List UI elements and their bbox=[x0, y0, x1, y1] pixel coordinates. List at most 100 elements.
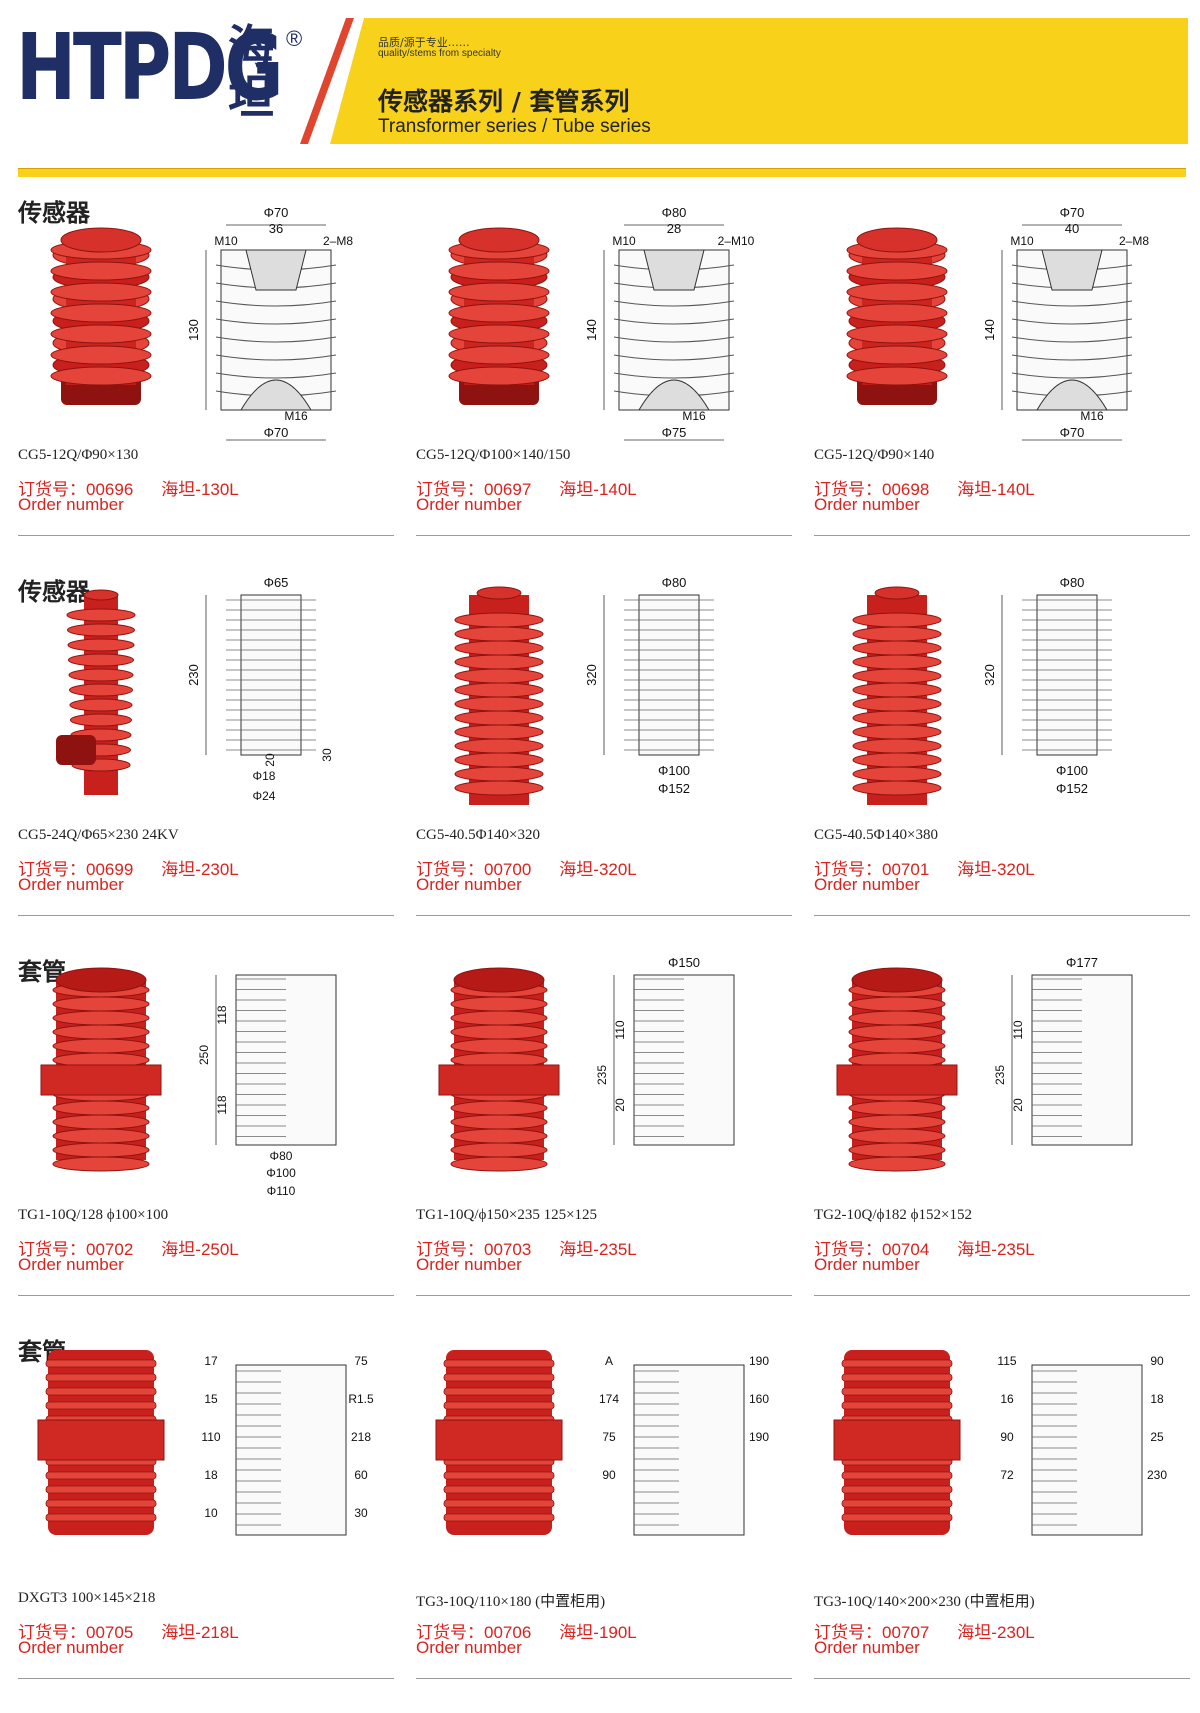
dim-i: 10 bbox=[204, 1506, 218, 1520]
dim-bottom-thread: M16 bbox=[1080, 409, 1104, 423]
dim-j: 30 bbox=[354, 1506, 368, 1520]
dim-height: 320 bbox=[584, 664, 599, 686]
order-number: 00706 bbox=[484, 1623, 532, 1642]
part-number: 海坦-218L bbox=[161, 1623, 239, 1642]
card-divider bbox=[416, 535, 792, 536]
dim-arrow: A bbox=[605, 1354, 613, 1368]
dim-a: 118 bbox=[215, 1005, 229, 1024]
product-photo bbox=[846, 227, 948, 405]
order-number: 00705 bbox=[86, 1623, 134, 1642]
dim-d: R1.5 bbox=[348, 1392, 374, 1406]
card-divider bbox=[814, 535, 1190, 536]
dim-b: 30 bbox=[320, 748, 334, 762]
dim-bottom-thread: M16 bbox=[284, 409, 308, 423]
technical-drawing bbox=[1001, 594, 1112, 756]
part-number: 海坦-140L bbox=[957, 480, 1035, 499]
dim-d: 75 bbox=[602, 1430, 616, 1444]
order-label-en: Order number bbox=[18, 875, 124, 894]
page-header: HTPDG 海坦 ® 品质/源于专业…… quality/stems from … bbox=[0, 0, 1200, 150]
series-title-cn: 传感器系列 / 套管系列 bbox=[378, 87, 630, 116]
dim-d: Φ152 bbox=[1056, 781, 1088, 796]
order-number: 00696 bbox=[86, 480, 134, 499]
dim-f: 90 bbox=[602, 1468, 616, 1482]
dim-height: 140 bbox=[584, 319, 599, 341]
technical-drawing bbox=[613, 974, 735, 1146]
dim-inner: 40 bbox=[1065, 221, 1079, 236]
dim-c: Φ100 bbox=[1056, 763, 1088, 778]
product-photo bbox=[852, 586, 942, 805]
registered-mark: ® bbox=[286, 26, 303, 51]
card-divider bbox=[18, 915, 394, 916]
dim-d: Φ152 bbox=[658, 781, 690, 796]
dim-c: Φ100 bbox=[658, 763, 690, 778]
dim-b: 235 bbox=[595, 1065, 609, 1085]
dim-a: 115 bbox=[997, 1354, 1016, 1368]
part-number: 海坦-320L bbox=[559, 860, 637, 879]
order-label-en: Order number bbox=[18, 495, 124, 514]
product-model: CG5-24Q/Φ65×230 24KV bbox=[18, 827, 179, 843]
order-label-en: Order number bbox=[18, 1255, 124, 1274]
dim-h: 60 bbox=[354, 1468, 368, 1482]
product-model: TG1-10Q/ϕ150×235 125×125 bbox=[416, 1207, 598, 1223]
order-label-cn: 订货号： bbox=[18, 1240, 86, 1259]
product-model: TG1-10Q/128 ϕ100×100 bbox=[18, 1207, 169, 1223]
dim-f: 218 bbox=[351, 1430, 371, 1444]
section-title-sensor-2: 传感器 bbox=[18, 578, 90, 606]
technical-drawing bbox=[215, 974, 337, 1146]
dim-a: 110 bbox=[1011, 1020, 1025, 1039]
order-number: 00704 bbox=[882, 1240, 930, 1259]
dim-left: M10 bbox=[214, 234, 238, 248]
part-number: 海坦-320L bbox=[957, 860, 1035, 879]
technical-drawing bbox=[603, 594, 714, 756]
order-label-cn: 订货号： bbox=[814, 1623, 882, 1642]
order-label-en: Order number bbox=[18, 1638, 124, 1657]
product-model: CG5-12Q/Φ90×130 bbox=[18, 447, 139, 463]
technical-drawing bbox=[235, 1364, 347, 1536]
dim-b: 250 bbox=[197, 1045, 211, 1065]
dim-height: 140 bbox=[982, 319, 997, 341]
product-photo bbox=[56, 589, 136, 795]
part-number: 海坦-130L bbox=[161, 480, 239, 499]
dim-top: Φ70 bbox=[1060, 205, 1085, 220]
product-photo-svg bbox=[852, 586, 942, 805]
technical-drawing bbox=[633, 1364, 745, 1536]
product-photo bbox=[40, 967, 162, 1172]
dim-height: 130 bbox=[186, 319, 201, 341]
dim-g: 18 bbox=[204, 1468, 218, 1482]
order-label-cn: 订货号： bbox=[18, 480, 86, 499]
dim-g: 72 bbox=[1000, 1468, 1014, 1482]
dim-a: 17 bbox=[204, 1354, 218, 1368]
part-number: 海坦-190L bbox=[559, 1623, 637, 1642]
product-photo bbox=[833, 1350, 961, 1535]
dim-c: 15 bbox=[204, 1392, 218, 1406]
card-divider bbox=[18, 1678, 394, 1679]
order-label-en: Order number bbox=[814, 1255, 920, 1274]
card-divider bbox=[18, 1295, 394, 1296]
dim-bottom: Φ70 bbox=[1060, 425, 1085, 440]
dim-c: 16 bbox=[1000, 1392, 1014, 1406]
product-model: TG2-10Q/ϕ182 ϕ152×152 bbox=[814, 1207, 972, 1223]
dim-inner: 28 bbox=[667, 221, 681, 236]
technical-drawing bbox=[205, 594, 316, 756]
dim-left: M10 bbox=[612, 234, 636, 248]
card-divider bbox=[18, 535, 394, 536]
order-label-en: Order number bbox=[814, 875, 920, 894]
dim-d: 18 bbox=[1150, 1392, 1164, 1406]
dim-top: Φ150 bbox=[668, 955, 700, 970]
order-label-cn: 订货号： bbox=[814, 480, 882, 499]
